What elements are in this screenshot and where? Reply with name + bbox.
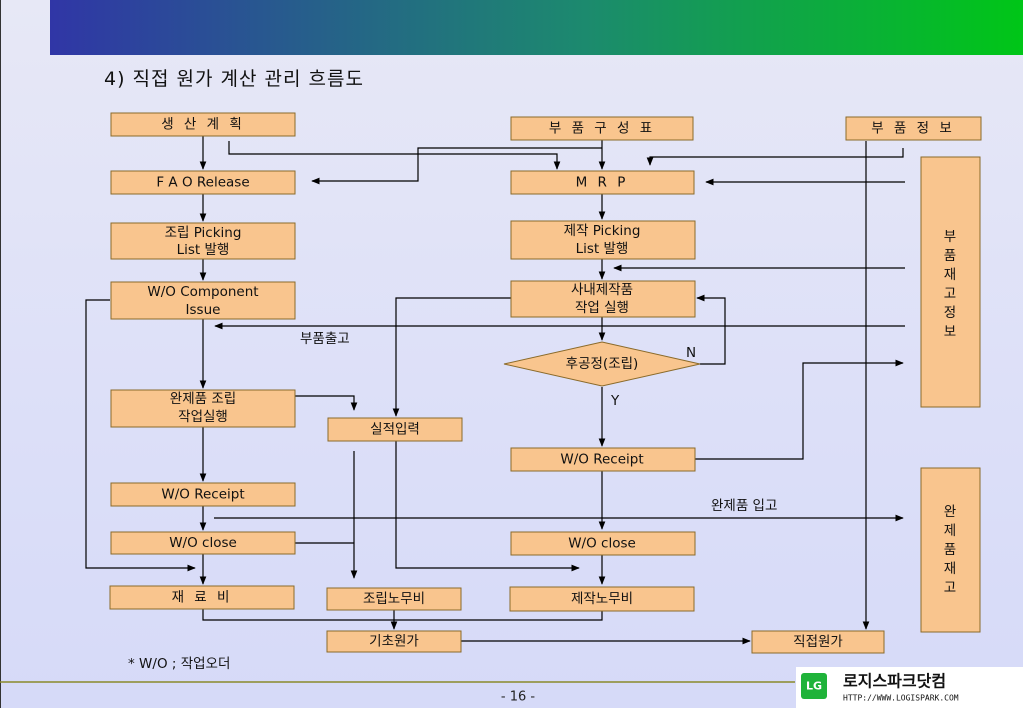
node-direct-cost: 직접원가 xyxy=(751,630,885,654)
edge-assembly-to-performance xyxy=(295,395,358,411)
svg-text:고: 고 xyxy=(944,286,956,302)
svg-text:기초원가: 기초원가 xyxy=(369,634,419,650)
svg-text:정: 정 xyxy=(944,305,956,321)
edge-mrp-to-fao xyxy=(311,147,602,185)
node-wo-close-right: W/O close xyxy=(510,531,696,556)
svg-text:W/O Component: W/O Component xyxy=(147,284,258,300)
svg-text:부 품 구 성 표: 부 품 구 성 표 xyxy=(549,121,655,137)
svg-text:작업 실행: 작업 실행 xyxy=(575,300,629,316)
logo-url: HTTP://WWW.LOGISPARK.COM xyxy=(843,694,959,703)
node-mrp: M R P xyxy=(510,170,695,195)
svg-text:조립노무비: 조립노무비 xyxy=(363,591,425,607)
node-inhouse-work: 사내제작품 작업 실행 xyxy=(510,280,696,318)
svg-text:재: 재 xyxy=(944,561,956,577)
page-title: 4) 직접 원가 계산 관리 흐름도 xyxy=(104,68,364,90)
node-finished-inventory: 완 제 품 재 고 xyxy=(920,467,981,633)
svg-text:제: 제 xyxy=(944,523,956,539)
svg-text:직접원가: 직접원가 xyxy=(793,634,843,650)
node-finished-assembly: 완제품 조립 작업실행 xyxy=(110,389,296,428)
svg-text:생 산 계 획: 생 산 계 획 xyxy=(161,117,245,133)
svg-text:부 품 정 보: 부 품 정 보 xyxy=(871,121,955,137)
page-number: - 16 - xyxy=(501,690,535,705)
node-part-inventory: 부 품 재 고 정 보 xyxy=(920,156,981,408)
edge-receipt-to-inventory xyxy=(695,359,904,460)
svg-text:품: 품 xyxy=(944,542,956,558)
svg-text:실적입력: 실적입력 xyxy=(370,422,420,438)
edge-work-to-performance xyxy=(392,297,511,417)
node-production-plan: 생 산 계 획 xyxy=(110,112,296,137)
header-band xyxy=(50,0,1023,55)
node-material-cost: 재 료 비 xyxy=(109,585,295,610)
svg-text:고: 고 xyxy=(944,580,956,596)
svg-text:사내제작품: 사내제작품 xyxy=(571,282,633,298)
node-assembly-labor: 조립노무비 xyxy=(326,587,462,611)
svg-text:조립 Picking: 조립 Picking xyxy=(165,225,242,241)
svg-text:재 료 비: 재 료 비 xyxy=(172,590,233,606)
node-wo-component-issue: W/O Component Issue xyxy=(110,281,296,320)
svg-text:완: 완 xyxy=(944,504,956,520)
node-wo-close-left: W/O close xyxy=(110,531,296,555)
logo-mark xyxy=(801,673,827,699)
logo: LG 로지스파크닷컴 HTTP://WWW.LOGISPARK.COM xyxy=(796,667,1023,708)
svg-text:W/O Receipt: W/O Receipt xyxy=(161,487,244,503)
edge-mlabor-to-base xyxy=(394,611,603,621)
svg-text:List 발행: List 발행 xyxy=(177,242,230,258)
svg-text:Issue: Issue xyxy=(186,302,221,318)
svg-text:제작 Picking: 제작 Picking xyxy=(564,223,641,239)
left-edge-line xyxy=(0,0,1,708)
svg-text:W/O close: W/O close xyxy=(169,535,237,551)
node-manufacturing-labor: 제작노무비 xyxy=(509,586,695,612)
label-no: N xyxy=(686,345,696,361)
node-part-info: 부 품 정 보 xyxy=(845,116,982,141)
node-wo-receipt-right: W/O Receipt xyxy=(510,447,696,472)
node-base-cost: 기초원가 xyxy=(326,630,462,653)
logo-name: 로지스파크닷컴 xyxy=(843,672,946,691)
node-assembly-picking: 조립 Picking List 발행 xyxy=(110,222,296,260)
edge-plan-to-mrp xyxy=(228,141,561,170)
svg-text:M R P: M R P xyxy=(576,175,629,191)
svg-text:재: 재 xyxy=(944,267,956,283)
svg-text:List 발행: List 발행 xyxy=(576,241,629,257)
svg-text:보: 보 xyxy=(944,324,956,340)
svg-text:W/O Receipt: W/O Receipt xyxy=(560,452,643,468)
node-performance-input: 실적입력 xyxy=(327,417,463,442)
svg-text:완제품 조립: 완제품 조립 xyxy=(170,391,236,407)
node-fao-release: F A O Release xyxy=(110,170,296,195)
label-finished-receipt: 완제품 입고 xyxy=(711,498,777,514)
svg-text:제작노무비: 제작노무비 xyxy=(571,591,633,607)
edge-material-to-base xyxy=(202,609,394,621)
label-part-issue: 부품출고 xyxy=(300,331,350,347)
node-wo-receipt-left: W/O Receipt xyxy=(110,482,296,507)
edge-post-no-loop xyxy=(696,294,726,365)
edge-component-to-material xyxy=(85,299,196,572)
svg-text:W/O close: W/O close xyxy=(568,536,636,552)
svg-text:후공정(조립): 후공정(조립) xyxy=(566,356,639,372)
svg-text:부: 부 xyxy=(944,229,956,245)
logo-mark-text: LG xyxy=(806,680,822,693)
edge-partinfo-to-mrp xyxy=(646,148,904,166)
svg-text:작업실행: 작업실행 xyxy=(178,409,228,425)
footnote: * W/O ; 작업오더 xyxy=(128,656,230,672)
node-manufacturing-picking: 제작 Picking List 발행 xyxy=(510,220,696,260)
edge-performance-to-mclose xyxy=(395,441,580,572)
node-bom: 부 품 구 성 표 xyxy=(510,116,694,141)
svg-text:F A O Release: F A O Release xyxy=(156,175,249,191)
label-yes: Y xyxy=(610,393,620,409)
svg-text:품: 품 xyxy=(944,248,956,264)
connectors xyxy=(85,136,905,645)
node-post-process-decision: 후공정(조립) xyxy=(503,341,701,387)
